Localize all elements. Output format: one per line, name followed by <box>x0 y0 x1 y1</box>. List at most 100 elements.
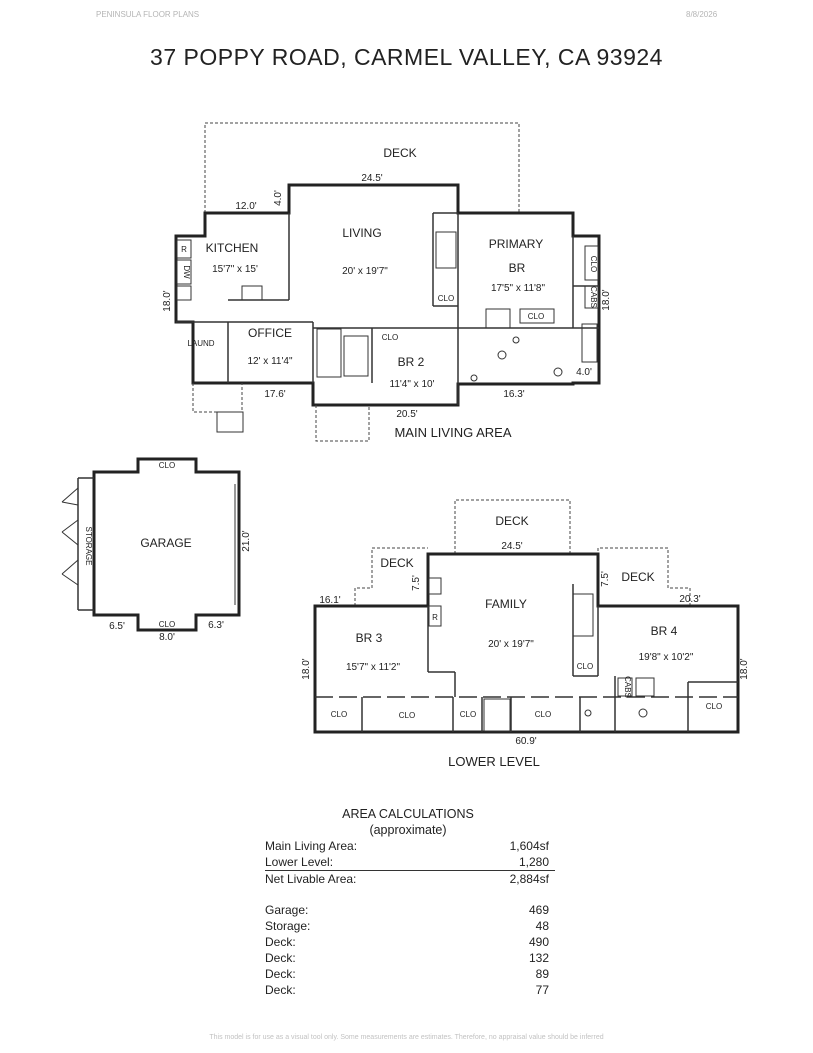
laundry-label: LAUND <box>187 339 214 348</box>
br4-cabs-label: CABS <box>623 676 632 698</box>
primary-side-closet-label: CLO <box>589 256 598 272</box>
lower-bottom-dim: 60.9' <box>515 736 536 747</box>
garage-bottom-left-dim: 6.5' <box>109 621 125 632</box>
area-row-label: Main Living Area: <box>265 839 358 853</box>
primary-cabs-label: CABS <box>589 286 598 308</box>
main-bottom-right-dim: 16.3' <box>503 389 524 400</box>
main-level-plan: DECK 24.5' 12.0' 4.0' LIVING 20' x 19'7"… <box>162 122 612 442</box>
living-size: 20' x 19'7" <box>342 266 388 277</box>
main-top-dim: 24.5' <box>361 173 382 184</box>
lower-deck-right-outline <box>597 547 691 606</box>
garage-closet-bottom-label: CLO <box>159 620 175 629</box>
lower-fridge-label: R <box>432 613 438 622</box>
main-deck-outline <box>204 122 520 213</box>
area-row-deck-2: Deck:132 <box>265 950 555 966</box>
main-interior-walls <box>176 212 599 405</box>
main-right-dim: 18.0' <box>601 289 612 310</box>
area-row-deck-4: Deck:77 <box>265 982 555 998</box>
fridge-label: R <box>181 245 187 254</box>
family-size: 20' x 19'7" <box>488 639 534 650</box>
br4-closet-label: CLO <box>706 702 722 711</box>
kitchen-label: KITCHEN <box>206 241 259 255</box>
primary-closet-box <box>519 308 555 324</box>
primary-cabs-box <box>584 285 599 309</box>
area-row-value: 469 <box>528 903 549 917</box>
kitchen-sink <box>176 285 192 301</box>
area-row-value: 48 <box>535 919 549 933</box>
area-row-label: Deck: <box>265 935 296 949</box>
primary-closet-side <box>584 245 599 281</box>
br3-closet-1-label: CLO <box>331 710 347 719</box>
lower-level-plan: DECK DECK DECK 24.5' 16.1' 7.5' 7.5' 20.… <box>301 499 750 769</box>
family-fireplace <box>572 593 594 637</box>
area-row-deck-1: Deck:490 <box>265 934 555 950</box>
dishwasher-label: DW <box>182 265 191 279</box>
kitchen-top-dim: 12.0' <box>235 201 256 212</box>
company-name: PENINSULA FLOOR PLANS <box>96 10 200 19</box>
primary-closet-label: CLO <box>528 312 544 321</box>
garage-exterior-wall <box>92 457 241 632</box>
area-row-net: Net Livable Area:2,884sf <box>265 871 555 887</box>
main-stairs <box>316 328 369 378</box>
hall-closet-label: CLO <box>460 710 476 719</box>
lower-stairs <box>483 698 511 732</box>
office-size: 12' x 11'4" <box>248 356 293 367</box>
family-closet-label: CLO <box>577 662 593 671</box>
area-row-lower: Lower Level:1,280 <box>265 854 555 871</box>
disclaimer-footer: This model is for use as a visual tool o… <box>209 1034 604 1041</box>
br2-closet-label: CLO <box>382 333 398 342</box>
living-closet-label: CLO <box>438 294 454 303</box>
main-section-label: MAIN LIVING AREA <box>394 425 511 440</box>
water-heater <box>470 374 478 382</box>
br3-closet-2-label: CLO <box>399 711 415 720</box>
area-row-label: Net Livable Area: <box>265 872 357 886</box>
main-left-dim: 18.0' <box>162 290 173 311</box>
lower-deck-left-outline <box>354 547 428 606</box>
primary-toilet <box>497 350 507 360</box>
primary-label-2: BR <box>509 261 526 275</box>
living-fireplace <box>435 231 457 269</box>
lower-deck-left-label: DECK <box>380 556 413 570</box>
garage-plan: CLO CLO GARAGE STORAGE 21.0' 6.5' 6.3' 8… <box>61 457 252 643</box>
garage-bottom-right-dim: 6.3' <box>208 620 224 631</box>
kitchen-range <box>241 285 263 301</box>
area-calc-heading: AREA CALCULATIONS <box>342 807 474 821</box>
area-row-label: Deck: <box>265 967 296 981</box>
area-calc-subheading: (approximate) <box>369 823 447 837</box>
lower-sink-round <box>584 709 592 717</box>
br2-size: 11'4" x 10' <box>390 379 435 390</box>
br4-shower <box>635 677 655 697</box>
lower-deck-top-outline <box>454 499 571 554</box>
lower-left-top-dim: 16.1' <box>319 595 340 606</box>
family-label: FAMILY <box>485 597 527 611</box>
area-row-garage: Garage:469 <box>265 902 555 918</box>
property-address-title: 37 POPPY ROAD, CARMEL VALLEY, CA 93924 <box>150 44 663 70</box>
area-row-value: 1,280 <box>518 855 549 869</box>
main-entry-step <box>315 405 370 442</box>
garage-right-dim: 21.0' <box>241 530 252 551</box>
br3-size: 15'7" x 11'2" <box>346 662 401 673</box>
kitchen-side-dim: 4.0' <box>273 190 284 206</box>
lower-closet-label: CLO <box>535 710 551 719</box>
exterior-stair <box>216 411 244 433</box>
br3-label: BR 3 <box>356 631 383 645</box>
lower-section-label: LOWER LEVEL <box>448 754 540 769</box>
main-side-step <box>192 383 243 413</box>
lower-fridge <box>428 605 442 627</box>
main-exterior-wall <box>174 183 601 407</box>
garage-closet-top-label: CLO <box>159 461 175 470</box>
area-row-deck-3: Deck:89 <box>265 966 555 982</box>
garage-label: GARAGE <box>140 536 191 550</box>
storage-label: STORAGE <box>84 527 93 566</box>
area-row-value: 132 <box>528 951 549 965</box>
lower-right-dim: 18.0' <box>739 658 750 679</box>
area-row-storage: Storage:48 <box>265 918 555 934</box>
br2-label: BR 2 <box>398 355 425 369</box>
br4-cabs-box <box>617 677 633 697</box>
primary-tub <box>581 323 598 363</box>
area-calculations-table: AREA CALCULATIONS (approximate) Main Liv… <box>265 806 555 998</box>
lower-top-dim: 24.5' <box>501 541 522 552</box>
br4-size: 19'8" x 10'2" <box>639 652 694 663</box>
